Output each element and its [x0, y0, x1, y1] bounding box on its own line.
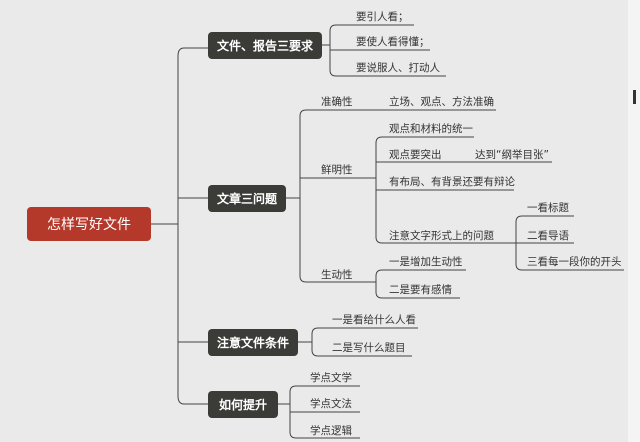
- leaf-attract-readers[interactable]: 要引人看；: [356, 11, 409, 23]
- leaf-highlight-view[interactable]: 观点要突出: [389, 149, 442, 161]
- leaf-look-lead[interactable]: 二看导语: [527, 230, 569, 242]
- category-vividness[interactable]: 鲜明性: [321, 164, 353, 176]
- trunk-line: [177, 47, 185, 405]
- leaf-audience[interactable]: 一是看给什么人看: [332, 314, 416, 326]
- leaf-easy-to-understand[interactable]: 要使人看得懂；: [356, 36, 430, 48]
- leaf-key-points[interactable]: 达到“纲举目张”: [475, 149, 549, 161]
- leaf-literature[interactable]: 学点文学: [310, 372, 352, 384]
- scroll-thumb[interactable]: [633, 90, 636, 104]
- category-liveliness[interactable]: 生动性: [321, 269, 353, 281]
- category-accuracy[interactable]: 准确性: [321, 96, 353, 108]
- leaf-logic[interactable]: 学点逻辑: [310, 425, 352, 437]
- leaf-grammar[interactable]: 学点文法: [310, 398, 352, 410]
- leaf-layout-background[interactable]: 有布局、有背景还要有辩论: [389, 176, 515, 188]
- leaf-look-title[interactable]: 一看标题: [527, 202, 569, 214]
- side-scrollbar[interactable]: [628, 0, 640, 442]
- branch-improve[interactable]: 如何提升: [208, 391, 278, 418]
- branch-requirements[interactable]: 文件、报告三要求: [208, 32, 322, 59]
- branch-three-issues[interactable]: 文章三问题: [208, 185, 286, 212]
- leaf-topic[interactable]: 二是写什么题目: [332, 342, 406, 354]
- leaf-emotion[interactable]: 二是要有感情: [389, 284, 452, 296]
- leaf-look-opening[interactable]: 三看每一段你的开头: [527, 256, 622, 268]
- leaf-accuracy-point[interactable]: 立场、观点、方法准确: [389, 96, 494, 108]
- leaf-add-liveliness[interactable]: 一是增加生动性: [389, 256, 463, 268]
- root-node[interactable]: 怎样写好文件: [27, 207, 151, 241]
- leaf-persuade[interactable]: 要说服人、打动人: [356, 62, 440, 74]
- leaf-text-form[interactable]: 注意文字形式上的问题: [389, 230, 494, 242]
- leaf-unity[interactable]: 观点和材料的统一: [389, 123, 473, 135]
- branch-conditions[interactable]: 注意文件条件: [208, 329, 298, 356]
